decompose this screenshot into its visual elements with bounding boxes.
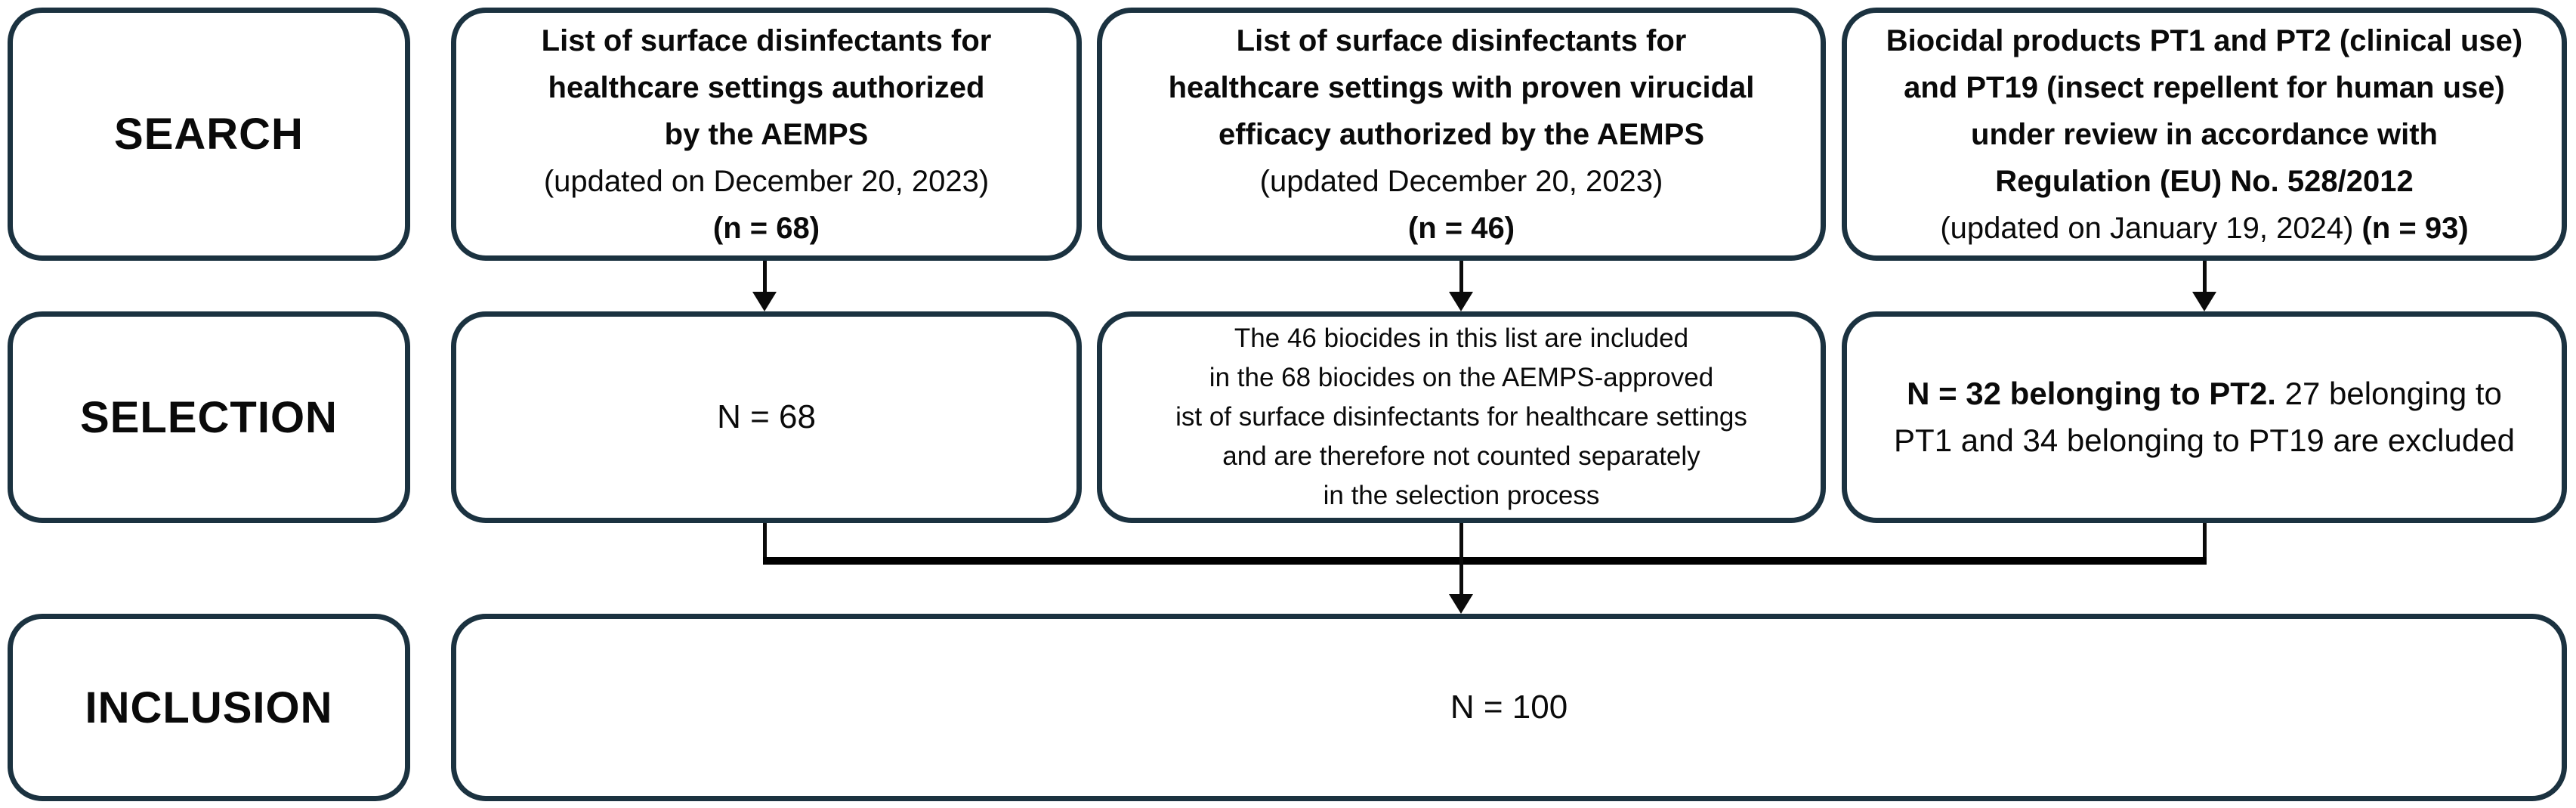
stage-label-inclusion-text: INCLUSION (85, 683, 333, 732)
box-selection-note: The 46 biocides in this list are include… (1097, 311, 1826, 523)
box-search-aemps-list: List of surface disinfectants for healthc… (451, 8, 1082, 261)
text-segment: and are therefore not counted separately (1222, 441, 1700, 471)
box-selection-n68: N = 68 (451, 311, 1082, 523)
text-line: and are therefore not counted separately (1222, 437, 1700, 476)
text-line: ist of surface disinfectants for healthc… (1175, 398, 1747, 437)
arrowhead-down-icon (1449, 594, 1473, 614)
text-segment: Regulation (EU) No. 528/2012 (1995, 164, 2414, 198)
stage-label-selection-text: SELECTION (80, 392, 338, 442)
text-segment: List of surface disinfectants for (541, 23, 992, 57)
stage-label-search-text: SEARCH (114, 110, 304, 159)
text-segment: 27 belonging to (2275, 376, 2502, 411)
text-segment: (updated December 20, 2023) (1259, 164, 1663, 198)
box-selection-pt2: N = 32 belonging to PT2. 27 belonging to… (1842, 311, 2567, 523)
text-line: Biocidal products PT1 and PT2 (clinical … (1886, 17, 2522, 64)
text-segment: healthcare settings with proven virucida… (1168, 70, 1755, 104)
text-segment: and PT19 (insect repellent for human use… (1904, 70, 2505, 104)
text-segment: (updated on January 19, 2024) (1940, 211, 2362, 245)
arrow-line-search-to-note (1459, 261, 1463, 294)
text-line: efficacy authorized by the AEMPS (1219, 111, 1704, 158)
text-line: healthcare settings with proven virucida… (1169, 64, 1755, 111)
text-segment: in the selection process (1323, 481, 1600, 510)
box-search-biocidal-pt: Biocidal products PT1 and PT2 (clinical … (1842, 8, 2567, 261)
arrowhead-down-icon (1449, 292, 1473, 311)
merge-stub-right (2203, 523, 2207, 561)
arrow-line-merge-to-inclusion (1459, 523, 1463, 596)
text-line: (n = 68) (713, 205, 820, 252)
text-segment: ist of surface disinfectants for healthc… (1175, 402, 1747, 432)
text-segment: (n = 93) (2361, 211, 2469, 245)
text-segment: PT1 and 34 belonging to PT19 are exclude… (1894, 423, 2515, 458)
text-segment: under review in accordance with (1971, 117, 2438, 151)
box-inclusion-n100: N = 100 (451, 614, 2567, 801)
text-segment: by the AEMPS (664, 117, 869, 151)
arrow-line-search-to-n68 (763, 261, 767, 294)
arrow-line-search-to-pt2 (2203, 261, 2207, 294)
text-segment: healthcare settings authorized (548, 70, 985, 104)
text-line: Regulation (EU) No. 528/2012 (1995, 158, 2413, 205)
text-segment: N = 32 belonging to PT2. (1907, 376, 2276, 411)
selection-n68-text: N = 68 (717, 398, 816, 435)
arrowhead-down-icon (2192, 292, 2216, 311)
text-line: in the 68 biocides on the AEMPS-approved (1209, 358, 1713, 398)
text-segment: The 46 biocides in this list are include… (1234, 324, 1689, 353)
text-segment: efficacy authorized by the AEMPS (1218, 117, 1705, 151)
text-segment: (n = 46) (1407, 211, 1515, 245)
merge-stub-left (763, 523, 767, 561)
text-line: healthcare settings authorized (548, 64, 985, 111)
text-line: List of surface disinfectants for (542, 17, 992, 64)
text-line: (updated December 20, 2023) (1260, 158, 1663, 205)
text-line: under review in accordance with (1971, 111, 2438, 158)
stage-label-search: SEARCH (8, 8, 410, 261)
text-line: PT1 and 34 belonging to PT19 are exclude… (1894, 417, 2515, 464)
text-segment: Biocidal products PT1 and PT2 (clinical … (1886, 23, 2523, 57)
text-segment: in the 68 biocides on the AEMPS-approved (1209, 363, 1714, 392)
text-segment: List of surface disinfectants for (1236, 23, 1687, 57)
text-line: List of surface disinfectants for (1237, 17, 1687, 64)
text-line: by the AEMPS (665, 111, 869, 158)
text-line: in the selection process (1324, 476, 1600, 515)
arrowhead-down-icon (752, 292, 777, 311)
text-line: (updated on December 20, 2023) (544, 158, 989, 205)
text-line: N = 32 belonging to PT2. 27 belonging to (1907, 370, 2502, 417)
text-line: The 46 biocides in this list are include… (1234, 319, 1688, 358)
text-line: (n = 46) (1408, 205, 1515, 252)
stage-label-selection: SELECTION (8, 311, 410, 523)
inclusion-n100-text: N = 100 (1450, 689, 1568, 726)
merge-bar (763, 557, 2207, 565)
text-segment: (n = 68) (712, 211, 820, 245)
text-line: and PT19 (insect repellent for human use… (1904, 64, 2505, 111)
text-line: (updated on January 19, 2024) (n = 93) (1940, 205, 2468, 252)
box-search-virucidal-list: List of surface disinfectants for healthc… (1097, 8, 1826, 261)
stage-label-inclusion: INCLUSION (8, 614, 410, 801)
text-segment: (updated on December 20, 2023) (543, 164, 990, 198)
